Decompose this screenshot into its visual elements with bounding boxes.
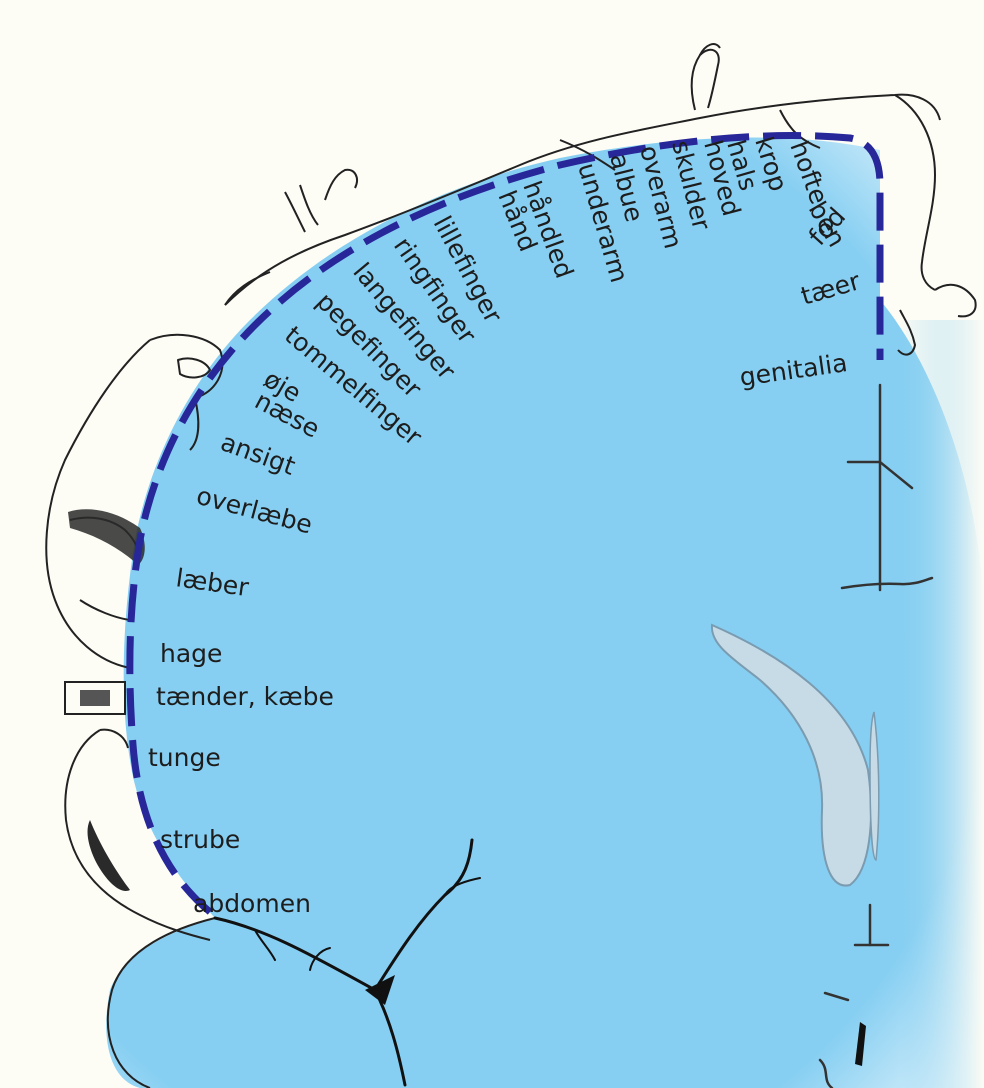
label-hage: hage [160,639,222,668]
lips-shading [68,509,145,565]
label-tunge: tunge [148,743,221,772]
label-taender-kaebe: tænder, kæbe [156,682,334,711]
teeth-jaw-sketch [65,682,125,714]
label-abdomen: abdomen [193,889,311,918]
label-strube: strube [160,825,240,854]
cortex-fade [900,320,984,1088]
